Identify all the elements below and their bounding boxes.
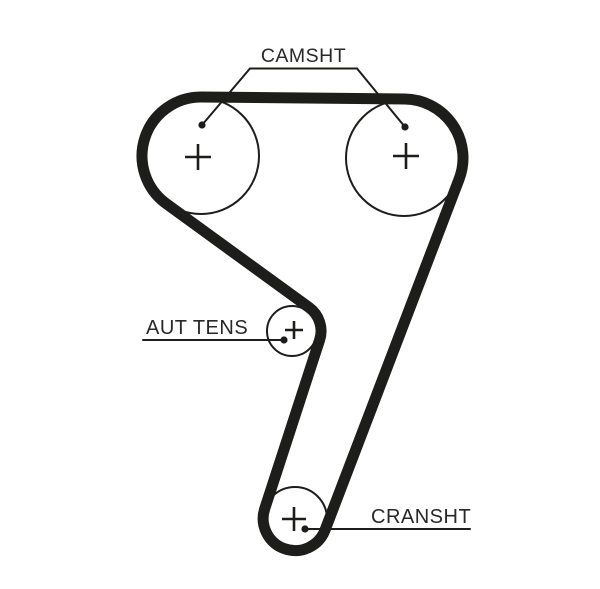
camshaft-right-leader-dot xyxy=(401,123,409,131)
camshaft-left-center-cross-icon xyxy=(185,144,211,170)
camshaft-left-leader-line xyxy=(201,67,251,126)
crankshaft-center-cross-icon xyxy=(282,507,306,531)
tensioner-leader-dot xyxy=(280,336,288,344)
crankshaft-label: CRANSHT xyxy=(371,506,471,528)
timing-belt xyxy=(136,91,469,557)
camshaft-right-leader-line xyxy=(356,67,406,128)
tensioner-center-cross-icon xyxy=(285,321,303,339)
camshaft-left-leader-dot xyxy=(198,121,206,129)
camshaft-label: CAMSHT xyxy=(261,45,346,67)
crankshaft-leader-dot xyxy=(301,525,309,533)
camshaft-right-center-cross-icon xyxy=(393,143,419,169)
tensioner-label: AUT TENS xyxy=(146,317,248,339)
